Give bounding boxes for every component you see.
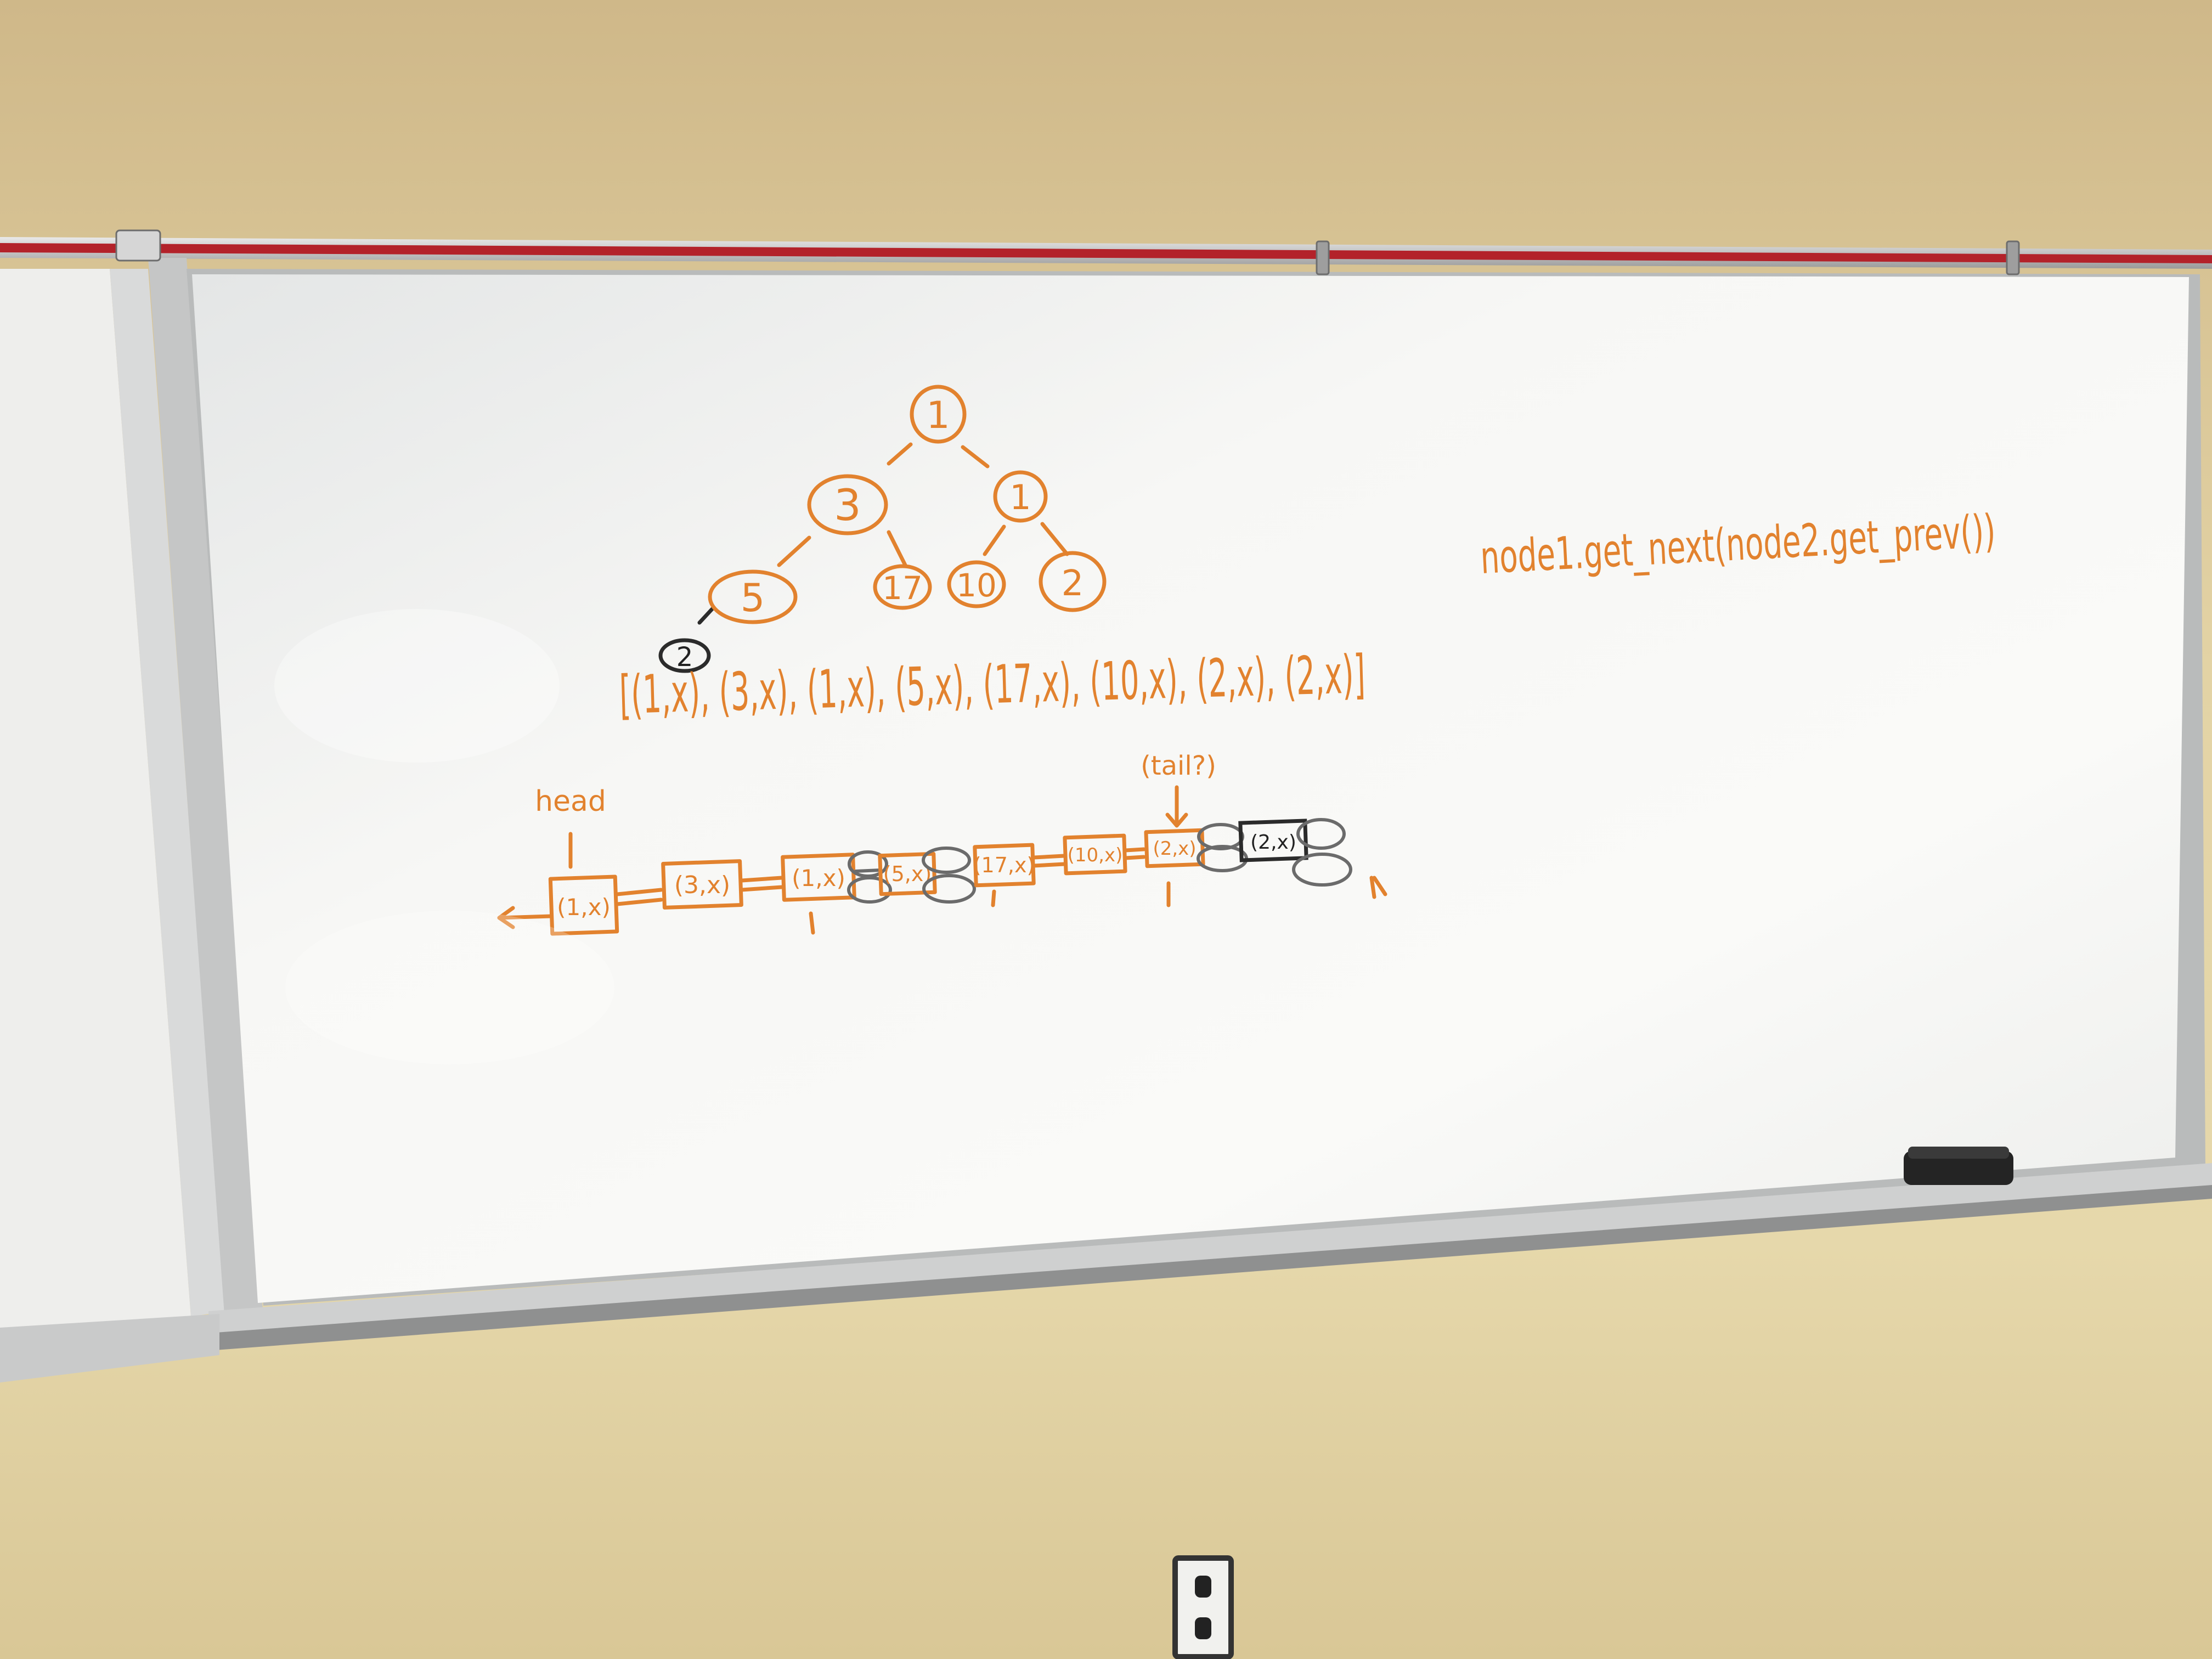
svg-text:(2,x): (2,x): [1153, 838, 1196, 860]
svg-text:(3,x): (3,x): [674, 871, 730, 899]
tail-label: (tail?): [1141, 751, 1216, 781]
head-label: head: [535, 785, 606, 818]
list-item: (3,x): [661, 859, 743, 910]
list-item: (1,x): [781, 853, 856, 902]
list-item: (17,x): [973, 843, 1036, 888]
list-item: (5,x): [878, 851, 937, 896]
tree-node-label: 1: [926, 394, 950, 437]
eraser-icon[interactable]: [1904, 1147, 2013, 1185]
svg-text:(1,x): (1,x): [792, 865, 845, 891]
tree-node: 1: [993, 470, 1048, 523]
tree-node-label: 5: [741, 575, 765, 620]
list-item: (2,x): [1238, 819, 1308, 862]
tree-node-label: 2: [1062, 563, 1084, 604]
list-item: (10,x): [1063, 833, 1127, 876]
svg-text:(1,x): (1,x): [557, 894, 611, 921]
svg-text:(2,x): (2,x): [1250, 831, 1296, 854]
left-whiteboard-panel: [0, 269, 225, 1333]
tree-node: 17: [873, 564, 932, 610]
tree-node: 1: [910, 385, 967, 444]
list-item: (1,x): [548, 874, 619, 936]
svg-text:(10,x): (10,x): [1068, 844, 1123, 866]
board-clip-icon: [115, 229, 2020, 275]
whiteboard-surface: [192, 274, 2189, 1303]
tree-node: 3: [807, 474, 888, 535]
tree-node: 2: [658, 638, 711, 673]
marker-tray: [0, 1163, 2212, 1383]
tree-node-label: 17: [882, 569, 923, 607]
linked-list-diagram: head (tail?) (1,x) (3,x) (1,x) (5: [497, 751, 1387, 936]
tree-node: 10: [947, 560, 1006, 608]
tree-node: 2: [1039, 551, 1107, 612]
svg-text:(5,x): (5,x): [883, 862, 932, 886]
tree-node-label: 2: [676, 642, 693, 673]
power-outlet-icon: [1172, 1555, 1234, 1659]
binary-tree-diagram: 1 3 1 5 17 10 2 2: [658, 385, 1107, 673]
list-item: (2,x): [1144, 828, 1205, 868]
tree-node: 5: [708, 569, 798, 624]
tree-node-label: 3: [834, 481, 861, 531]
top-map-rail: [0, 237, 2212, 269]
tree-node-label: 10: [956, 567, 997, 604]
tree-node-label: 1: [1009, 477, 1031, 517]
svg-text:(17,x): (17,x): [973, 853, 1035, 877]
